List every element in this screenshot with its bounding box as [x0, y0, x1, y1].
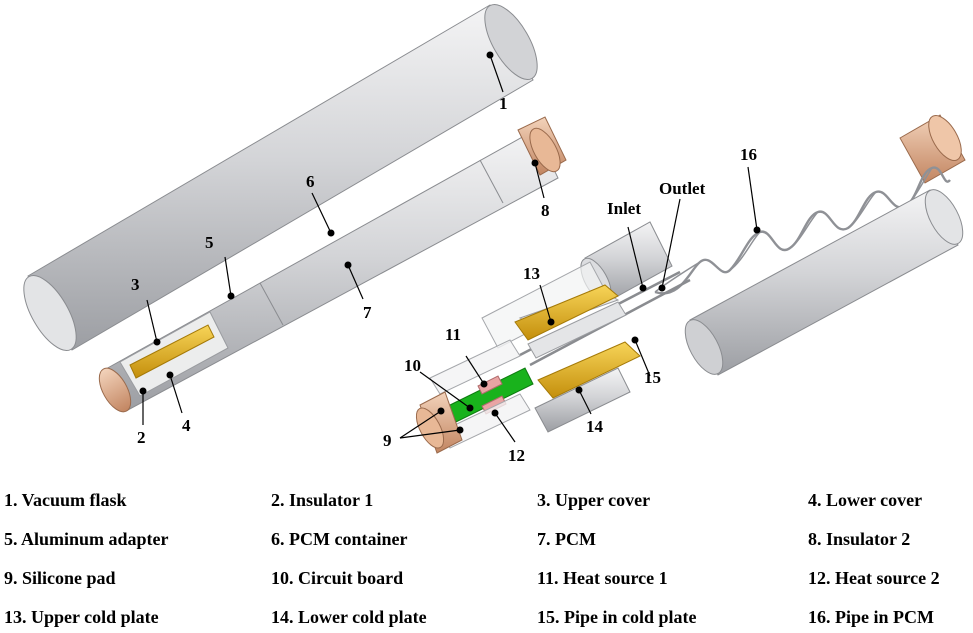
callout-4: 4: [182, 416, 191, 435]
upper-cold-plate: [514, 284, 627, 359]
callout-7: 7: [363, 303, 372, 322]
legend-item: 13. Upper cold plate: [4, 607, 159, 627]
callout-16: 16: [740, 145, 757, 164]
legend-item: 12. Heat source 2: [808, 568, 940, 588]
legend-item: 7. PCM: [537, 529, 596, 549]
lower-cold-plate: [534, 341, 641, 433]
callout-13: 13: [523, 264, 540, 283]
callout-15: 15: [644, 368, 661, 387]
vacuum-flask: [23, 4, 538, 351]
insulator-cap-right: [899, 114, 966, 184]
callout-outlet: Outlet: [659, 179, 706, 198]
upper-cover-part: [481, 221, 673, 349]
callout-14: 14: [586, 417, 604, 436]
callout-11: 11: [445, 325, 461, 344]
legend-item: 10. Circuit board: [271, 568, 404, 588]
legend-item: 1. Vacuum flask: [4, 490, 127, 510]
lower-pcm-tube: [684, 189, 964, 376]
helical-pipe: [654, 166, 951, 295]
exploded-assembly-diagram: 1 2 3 4 5 6 7 8 9 10 11 12 13 14 15 16 I…: [23, 4, 966, 465]
legend-item: 5. Aluminum adapter: [4, 529, 169, 549]
callout-8: 8: [541, 201, 550, 220]
callout-inlet: Inlet: [607, 199, 641, 218]
legend-item: 9. Silicone pad: [4, 568, 116, 588]
legend-item: 6. PCM container: [271, 529, 408, 549]
callout-3: 3: [131, 275, 140, 294]
legend-item: 16. Pipe in PCM: [808, 607, 934, 627]
legend-item: 14. Lower cold plate: [271, 607, 427, 627]
callout-2: 2: [137, 428, 146, 447]
legend-item: 4. Lower cover: [808, 490, 923, 510]
callout-6: 6: [306, 172, 315, 191]
callout-12: 12: [508, 446, 525, 465]
legend-item: 11. Heat source 1: [537, 568, 668, 588]
legend-item: 2. Insulator 1: [271, 490, 374, 510]
callout-1: 1: [499, 94, 508, 113]
legend-item: 8. Insulator 2: [808, 529, 911, 549]
legend-item: 3. Upper cover: [537, 490, 651, 510]
pcm-container-assembly: [98, 116, 567, 413]
callout-10: 10: [404, 356, 421, 375]
circuit-board-assembly: [415, 339, 534, 454]
leader-dots: [139, 51, 761, 434]
callout-5: 5: [205, 233, 214, 252]
leader-lines: [142, 54, 758, 443]
legend-item: 15. Pipe in cold plate: [537, 607, 697, 627]
callout-9: 9: [383, 431, 392, 450]
